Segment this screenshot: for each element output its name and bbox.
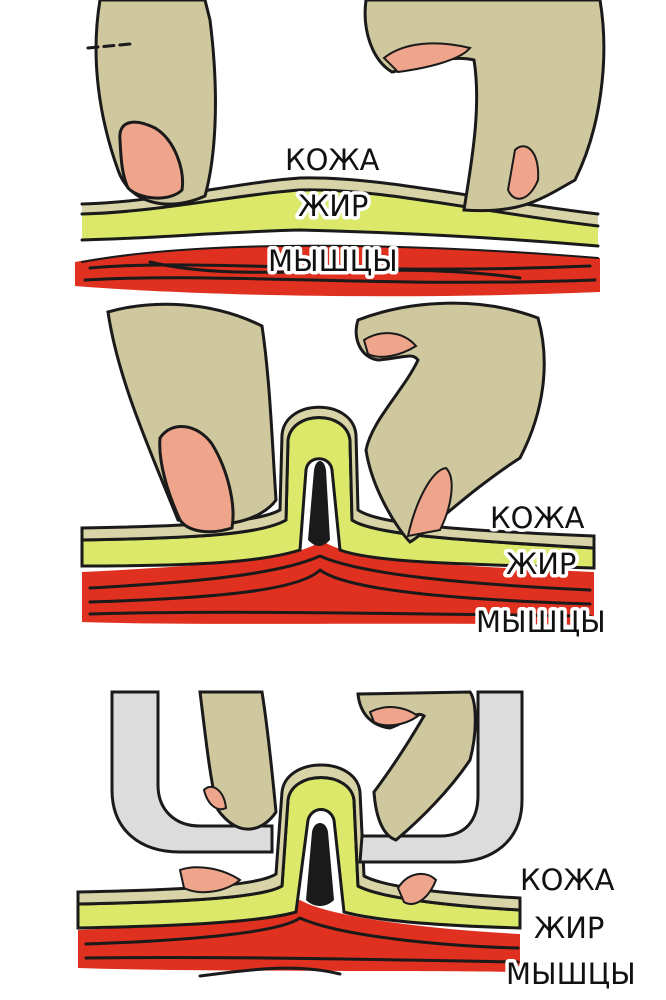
fat-label: ЖИР <box>298 189 368 223</box>
left-fingernail <box>118 120 185 200</box>
fat-label: ЖИР <box>506 547 576 581</box>
panel-3: КОЖА ЖИР МЫШЦЫ <box>76 690 639 995</box>
skin-layer <box>80 405 596 550</box>
left-finger <box>198 690 278 831</box>
skin-label: КОЖА <box>490 501 585 535</box>
fat-label: ЖИР <box>534 911 604 945</box>
panel-1: КОЖА ЖИР МЫШЦЫ <box>75 0 606 297</box>
left-fingernail <box>158 425 235 534</box>
muscle-layer <box>82 540 594 625</box>
left-tool <box>110 690 274 854</box>
left-finger <box>106 302 278 527</box>
muscle-label: МЫШЦЫ <box>506 957 636 991</box>
panel-2: КОЖА ЖИР МЫШЦЫ <box>80 301 609 643</box>
right-fingernail <box>362 332 418 358</box>
muscle-label: МЫШЦЫ <box>476 605 606 639</box>
muscle-fibers <box>88 554 592 618</box>
right-fingernail <box>382 42 472 74</box>
muscle-fibers <box>83 260 597 284</box>
skin-label: КОЖА <box>285 143 380 177</box>
muscle-layer <box>78 900 520 972</box>
fat-layer <box>82 187 598 246</box>
fold-gap <box>306 823 334 906</box>
left-fingernail <box>178 866 242 894</box>
skin-layer <box>76 763 522 912</box>
muscle-fibers <box>84 916 520 978</box>
left-fingernail-upper <box>202 785 228 811</box>
right-fingernail-lower <box>506 145 540 200</box>
right-finger <box>363 0 606 213</box>
fold-gap <box>308 461 330 546</box>
right-fingernail <box>368 706 420 727</box>
skin-label: КОЖА <box>520 863 615 897</box>
muscle-label: МЫШЦЫ <box>268 244 398 278</box>
right-fingernail-lower <box>406 466 453 538</box>
right-finger <box>356 690 477 842</box>
right-finger <box>354 301 546 544</box>
right-tool <box>358 690 524 864</box>
right-fingernail-lower <box>396 872 438 905</box>
